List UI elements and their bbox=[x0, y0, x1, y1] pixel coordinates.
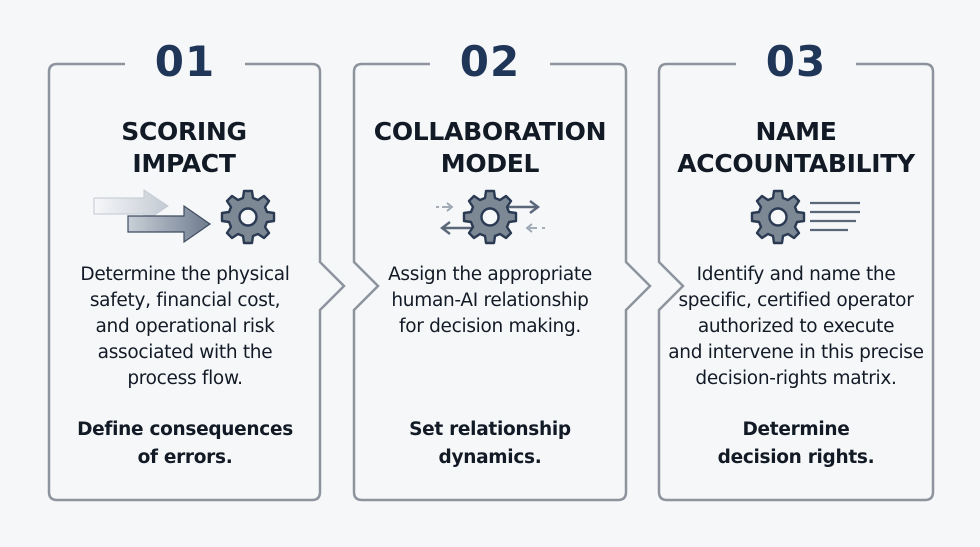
step-3-note: Determine decision rights. bbox=[660, 416, 932, 472]
step-3-note-line: decision rights. bbox=[717, 447, 875, 468]
step-3-description-line: Identify and name the bbox=[696, 264, 896, 285]
step-2-note: Set relationship dynamics. bbox=[354, 416, 626, 472]
step-1-description-line: safety, financial cost, bbox=[89, 290, 281, 311]
step-1-note: Define consequences of errors. bbox=[49, 416, 321, 472]
step-number-3: 03 bbox=[736, 38, 856, 86]
card-3-outline bbox=[657, 62, 935, 502]
card-2-outline bbox=[352, 62, 652, 502]
step-3-description-line: and intervene in this precise bbox=[668, 342, 924, 363]
step-3-title: NAME ACCOUNTABILITY bbox=[656, 116, 936, 180]
light-arrow-icon bbox=[93, 189, 169, 223]
step-number-2: 02 bbox=[430, 38, 550, 86]
step-1-title-line: IMPACT bbox=[132, 149, 236, 178]
step-2-description-line: Assign the appropriate bbox=[388, 264, 592, 285]
step-3-note-line: Determine bbox=[742, 419, 850, 440]
right-arrow-icon bbox=[508, 200, 540, 214]
step-3-description-line: authorized to execute bbox=[697, 316, 895, 337]
step-2-note-line: Set relationship bbox=[409, 419, 571, 440]
step-1-description-line: and operational risk bbox=[95, 316, 275, 337]
step-3-description-line: decision-rights matrix. bbox=[695, 368, 897, 389]
dark-arrow-icon bbox=[127, 204, 212, 244]
step-1-description-line: process flow. bbox=[127, 368, 243, 389]
gear-icon bbox=[750, 189, 806, 245]
step-1-title: SCORING IMPACT bbox=[44, 116, 324, 180]
gear-lines-icon bbox=[750, 189, 860, 245]
step-number-1: 01 bbox=[125, 38, 245, 86]
card-1-outline bbox=[47, 62, 346, 502]
step-3-description: Identify and name the specific, certifie… bbox=[660, 262, 932, 392]
step-2-description-line: for decision making. bbox=[398, 316, 582, 337]
step-1-description-line: associated with the bbox=[97, 342, 273, 363]
gear-icon bbox=[462, 189, 518, 245]
step-2-description-line: human-AI relationship bbox=[391, 290, 589, 311]
step-1-note-line: Define consequences bbox=[77, 419, 293, 440]
step-2-title: COLLABORATION MODEL bbox=[350, 116, 630, 180]
step-1-note-line: of errors. bbox=[137, 447, 233, 468]
step-3-description-line: specific, certified operator bbox=[678, 290, 914, 311]
step-2-title-line: COLLABORATION bbox=[373, 117, 607, 146]
step-2-note-line: dynamics. bbox=[438, 447, 542, 468]
step-3-title-line: NAME bbox=[755, 117, 837, 146]
step-2-description: Assign the appropriate human-AI relation… bbox=[354, 262, 626, 340]
step-2-title-line: MODEL bbox=[440, 149, 540, 178]
step-1-title-line: SCORING bbox=[121, 117, 247, 146]
dotted-arrows-icon bbox=[436, 202, 545, 233]
step-1-description: Determine the physical safety, financial… bbox=[49, 262, 321, 392]
step-3-title-line: ACCOUNTABILITY bbox=[677, 149, 915, 178]
left-arrow-icon bbox=[440, 221, 472, 235]
step-1-description-line: Determine the physical bbox=[80, 264, 290, 285]
gear-icon bbox=[220, 189, 276, 245]
gear-exchange-icon bbox=[436, 189, 545, 245]
arrows-gear-icon bbox=[93, 189, 276, 245]
text-lines-icon bbox=[810, 201, 860, 232]
